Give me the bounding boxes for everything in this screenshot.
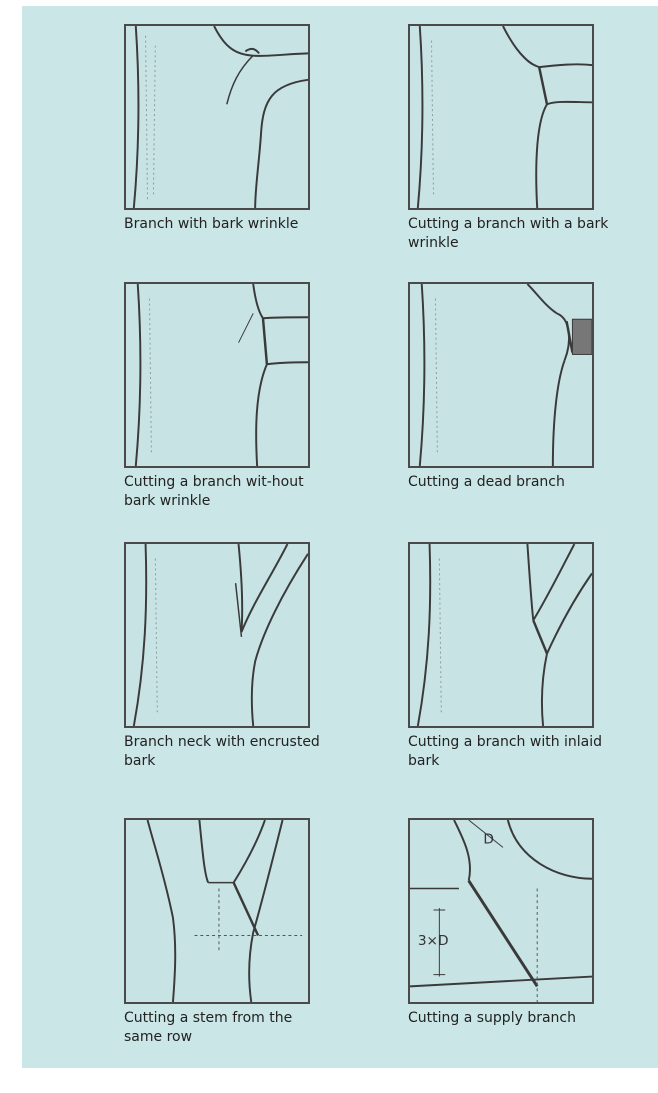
figure-branch-bark-wrinkle: Branch with bark wrinkle	[124, 24, 334, 234]
caption: Cutting a stem from the same row	[124, 1009, 329, 1047]
figure-cut-dead-branch: Cutting a dead branch	[408, 282, 618, 492]
cut-branch-no-wrinkle-drawing	[124, 282, 310, 468]
caption: Branch neck with encrusted bark	[124, 733, 329, 771]
cut-branch-bark-wrinkle-drawing	[408, 24, 594, 210]
caption: Cutting a dead branch	[408, 473, 613, 492]
caption: Cutting a branch with inlaid bark	[408, 733, 613, 771]
figure-cut-stem-same-row: Cutting a stem from the same row	[124, 818, 334, 1047]
cut-dead-branch-drawing	[408, 282, 594, 468]
branch-neck-encrusted-drawing	[124, 542, 310, 728]
cut-stem-same-row-drawing	[124, 818, 310, 1004]
caption: Branch with bark wrinkle	[124, 215, 329, 234]
cut-supply-branch-drawing: D 3×D	[408, 818, 594, 1004]
figure-cut-branch-no-wrinkle: Cutting a branch wit-hout bark wrinkle	[124, 282, 334, 511]
figure-branch-neck-encrusted: Branch neck with encrusted bark	[124, 542, 334, 771]
caption: Cutting a supply branch	[408, 1009, 613, 1028]
triple-diameter-label: 3×D	[418, 933, 449, 949]
figure-panel: Branch with bark wrinkle Cutting a branc…	[22, 6, 658, 1068]
figure-cut-inlaid-bark: Cutting a branch with inlaid bark	[408, 542, 618, 771]
diameter-label: D	[483, 831, 494, 847]
caption: Cutting a branch with a bark wrinkle	[408, 215, 613, 253]
cut-inlaid-bark-drawing	[408, 542, 594, 728]
branch-bark-wrinkle-drawing	[124, 24, 310, 210]
caption: Cutting a branch wit-hout bark wrinkle	[124, 473, 329, 511]
figure-cut-branch-bark-wrinkle: Cutting a branch with a bark wrinkle	[408, 24, 618, 253]
figure-cut-supply-branch: D 3×D Cutting a supply branch	[408, 818, 618, 1028]
